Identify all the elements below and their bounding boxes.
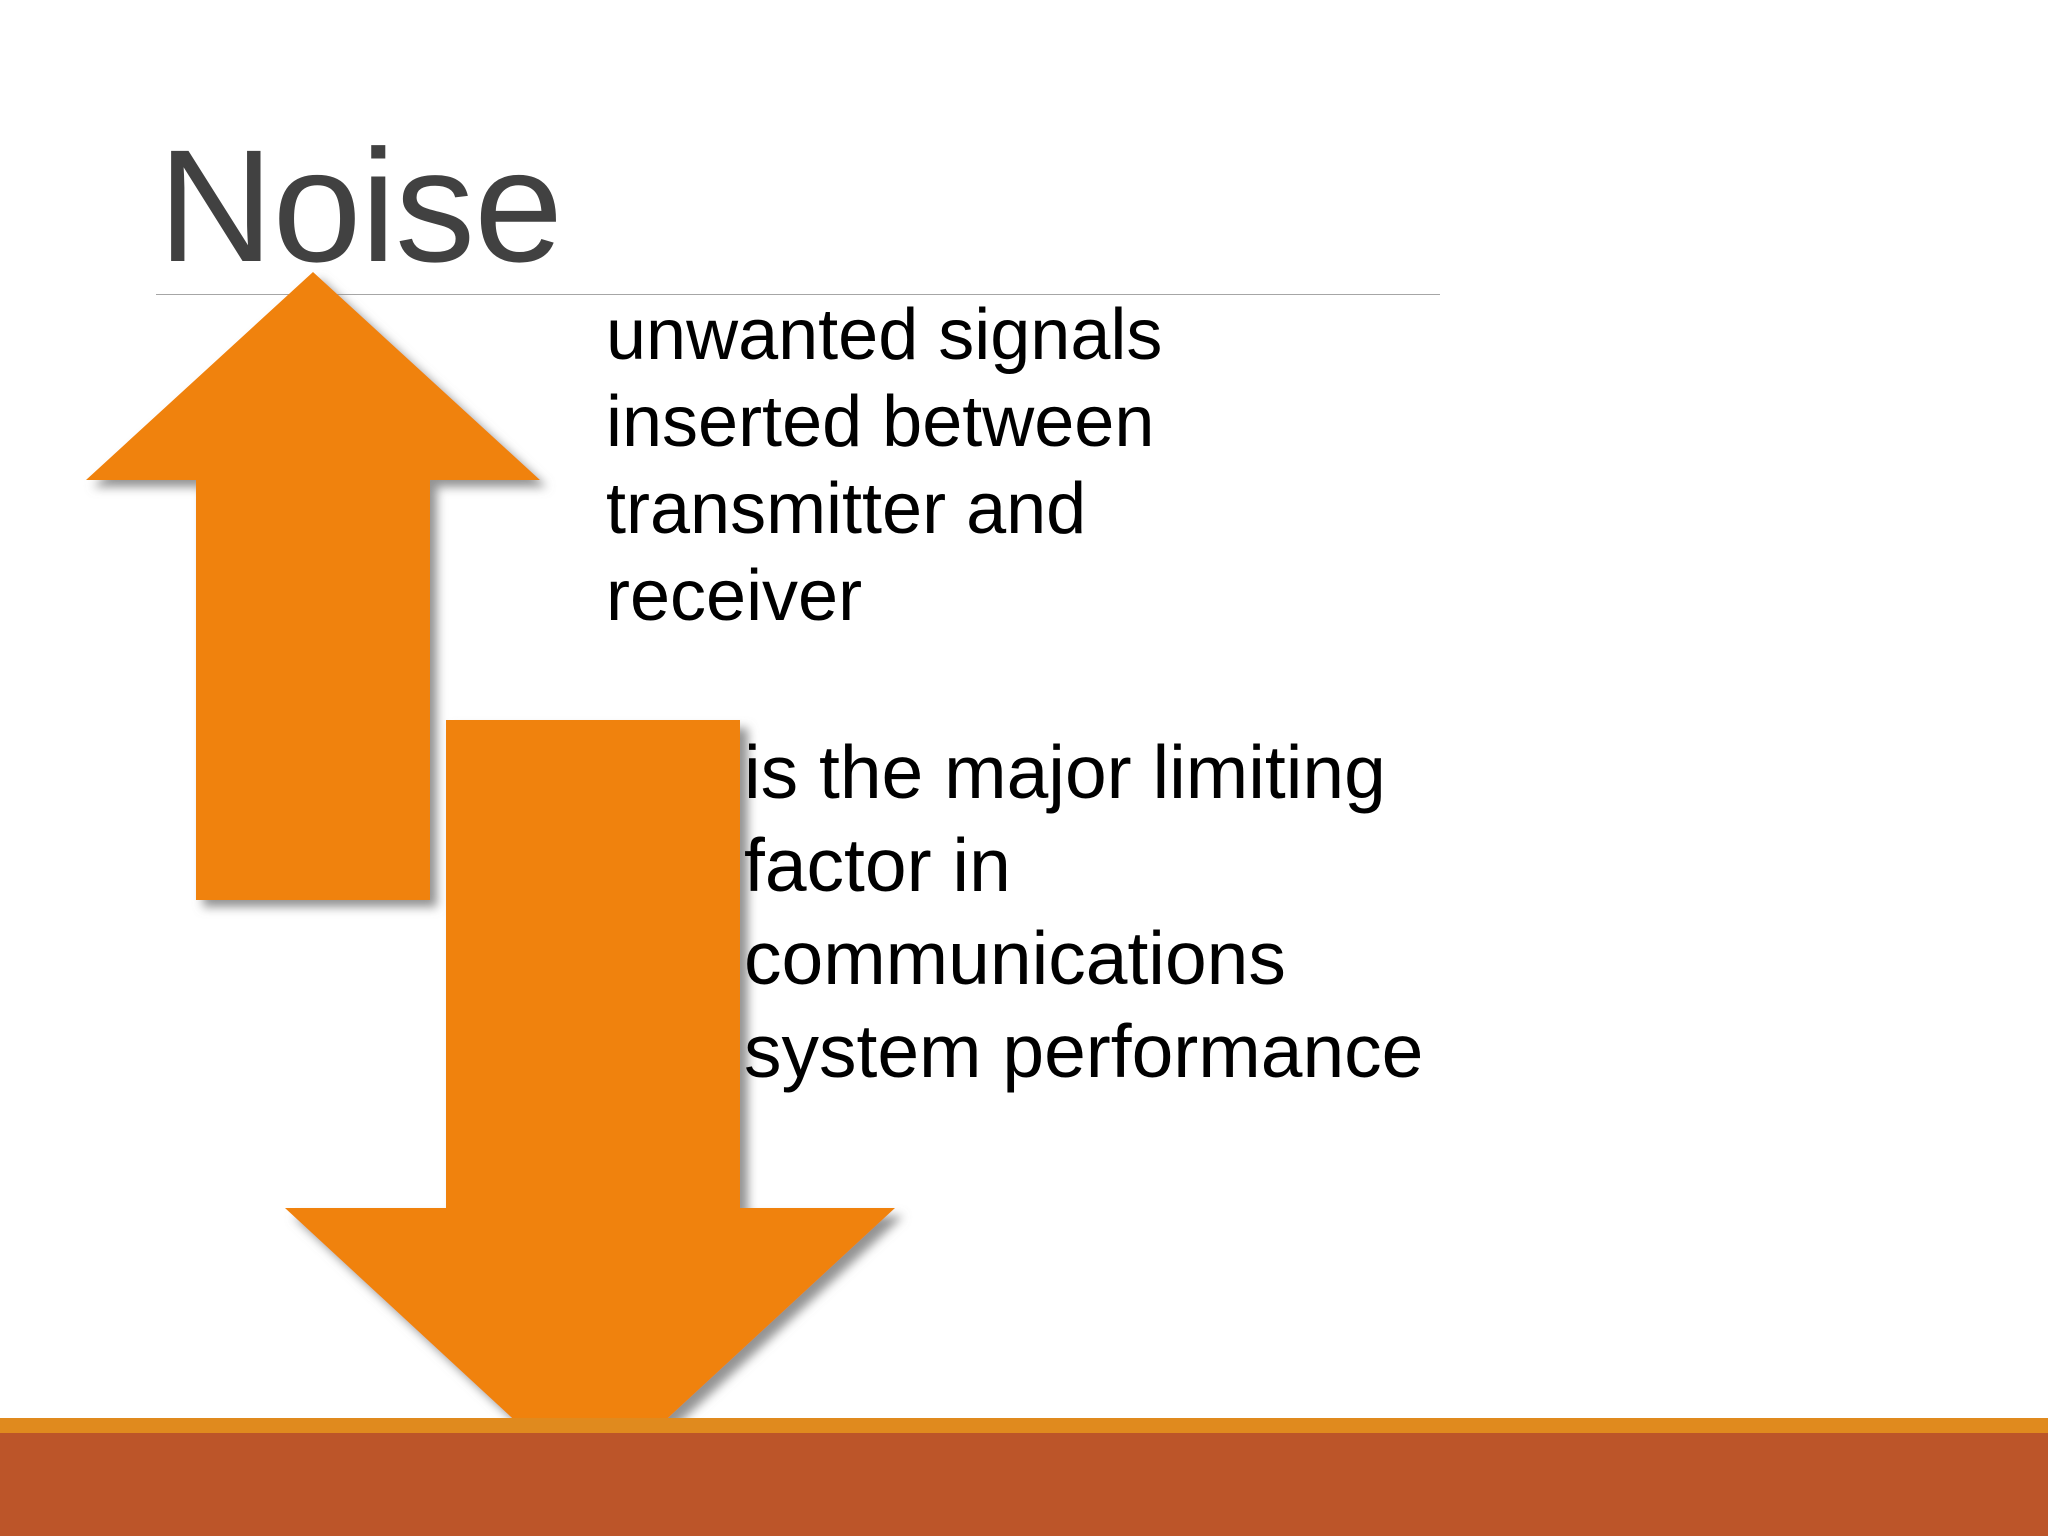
definition-text-block: unwanted signals inserted between transm… (606, 292, 1306, 640)
text-line: communications (744, 916, 1286, 1000)
text-line: factor in (744, 823, 1011, 907)
text-line: unwanted signals (606, 295, 1163, 375)
text-line: inserted between (606, 382, 1155, 463)
text-line: transmitter and (606, 469, 1087, 550)
text-line: system performance (744, 1009, 1424, 1093)
footer-band (0, 1433, 2048, 1536)
title-divider (156, 294, 1440, 295)
text-line: receiver (606, 556, 863, 637)
arrow-down-icon (283, 718, 903, 1496)
impact-text-block: is the major limiting factor in communic… (744, 726, 1464, 1098)
text-line: is the major limiting (744, 730, 1386, 814)
page-title: Noise (158, 116, 563, 295)
footer-accent-bar (0, 1418, 2048, 1433)
arrow-up-icon (78, 272, 548, 904)
